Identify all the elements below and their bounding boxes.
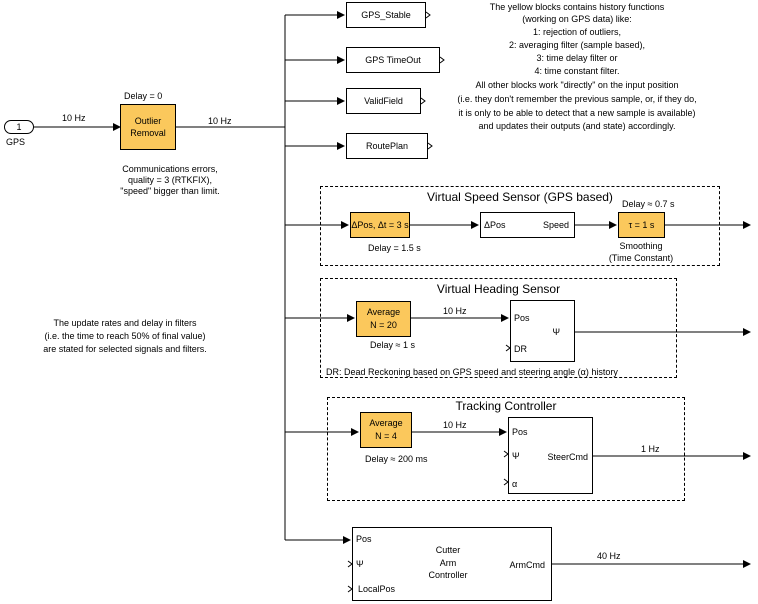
gps-stable-label: GPS_Stable bbox=[361, 10, 411, 20]
delta-pos-label: ΔPos, Δt = 3 s bbox=[351, 220, 409, 230]
info-line-8: (i.e. they don't remember the previous s… bbox=[457, 94, 697, 104]
gps-timeout-label: GPS TimeOut bbox=[365, 55, 421, 65]
heading-average-label-2: N = 20 bbox=[370, 320, 397, 330]
heading-average-delay: Delay ≈ 1 s bbox=[370, 340, 415, 350]
tracking-out: SteerCmd bbox=[547, 452, 588, 462]
rate-cutter-out: 40 Hz bbox=[597, 551, 621, 561]
outlier-removal-block[interactable]: Outlier Removal bbox=[120, 104, 176, 150]
cutter-name-2: Arm bbox=[439, 558, 457, 568]
cutter-name-1: Cutter bbox=[435, 545, 461, 555]
info-line-6: 4: time constant filter. bbox=[534, 66, 620, 76]
tracking-average-delay: Delay ≈ 200 ms bbox=[365, 454, 428, 464]
outlier-note-3: "speed" bigger than limit. bbox=[120, 186, 220, 196]
outlier-note-1: Communications errors, bbox=[122, 164, 218, 174]
tracking-average-label-1: Average bbox=[369, 418, 403, 428]
info-line-9: it is only to be able to detect that a n… bbox=[458, 108, 696, 118]
gps-timeout-block[interactable]: GPS TimeOut bbox=[346, 47, 440, 73]
cutter-arm-controller-block[interactable]: Pos Ψ LocalPos Cutter Arm Controller Arm… bbox=[352, 527, 552, 601]
speed-sensor-subsystem bbox=[320, 186, 720, 266]
rate-tracking-avg-out: 10 Hz bbox=[443, 420, 467, 430]
heading-average-block[interactable]: Average N = 20 bbox=[356, 301, 411, 337]
info-line-5: 3: time delay filter or bbox=[536, 53, 618, 63]
tau-filter-label: τ = 1 s bbox=[628, 220, 655, 230]
smoothing-label-1: Smoothing bbox=[619, 241, 663, 251]
cutter-out: ArmCmd bbox=[509, 560, 546, 570]
tracking-in-alpha: α bbox=[512, 479, 518, 489]
tau-filter-delay: Delay ≈ 0.7 s bbox=[622, 199, 675, 209]
valid-field-block[interactable]: ValidField bbox=[346, 88, 421, 114]
tracking-average-block[interactable]: Average N = 4 bbox=[360, 412, 412, 448]
speed-calc-block[interactable]: ΔPos Speed bbox=[480, 212, 575, 238]
cutter-in-localpos: LocalPos bbox=[358, 584, 396, 594]
dr-note: DR: Dead Reckoning based on GPS speed an… bbox=[326, 367, 618, 377]
cutter-in-pos: Pos bbox=[356, 534, 372, 544]
tracking-controller-subsystem bbox=[327, 397, 685, 501]
tracking-controller-title: Tracking Controller bbox=[455, 399, 557, 413]
speed-sensor-title: Virtual Speed Sensor (GPS based) bbox=[427, 190, 613, 204]
heading-sensor-subsystem bbox=[320, 278, 677, 378]
cutter-in-psi: Ψ bbox=[356, 559, 364, 569]
info-line-7: All other blocks work "directly" on the … bbox=[475, 80, 679, 90]
outlier-label-1: Outlier bbox=[134, 116, 162, 126]
info-line-3: 1: rejection of outliers, bbox=[532, 27, 622, 37]
rate-after-outlier: 10 Hz bbox=[208, 116, 232, 126]
inport-name: GPS bbox=[6, 137, 26, 147]
outlier-delay: Delay = 0 bbox=[124, 91, 163, 101]
cutter-name-3: Controller bbox=[428, 570, 468, 580]
speed-calc-out: Speed bbox=[542, 220, 569, 230]
route-plan-block[interactable]: RoutePlan bbox=[346, 133, 428, 159]
rates-note-2: (i.e. the time to reach 50% of final val… bbox=[44, 331, 206, 341]
heading-average-label-1: Average bbox=[366, 307, 401, 317]
speed-calc-in: ΔPos bbox=[484, 220, 506, 230]
heading-calc-out-psi: Ψ bbox=[552, 327, 560, 337]
rates-note-1: The update rates and delay in filters bbox=[53, 318, 197, 328]
outlier-label-2: Removal bbox=[130, 128, 166, 138]
rate-heading-avg-out: 10 Hz bbox=[443, 306, 467, 316]
info-line-2: (working on GPS data) like: bbox=[522, 14, 632, 24]
gps-stable-block[interactable]: GPS_Stable bbox=[346, 2, 426, 28]
gps-inport[interactable]: 1 bbox=[4, 120, 34, 134]
inport-number: 1 bbox=[16, 122, 22, 132]
route-plan-label: RoutePlan bbox=[365, 141, 409, 151]
valid-field-label: ValidField bbox=[364, 96, 403, 106]
heading-calc-in-pos: Pos bbox=[514, 313, 530, 323]
rates-note-3: are stated for selected signals and filt… bbox=[43, 344, 207, 354]
rate-tracking-out: 1 Hz bbox=[641, 444, 660, 454]
heading-calc-block[interactable]: Pos DR Ψ bbox=[510, 300, 575, 362]
delta-pos-block[interactable]: ΔPos, Δt = 3 s bbox=[350, 212, 410, 238]
smoothing-label-2: (Time Constant) bbox=[608, 253, 674, 263]
tracking-in-psi: Ψ bbox=[512, 451, 520, 461]
heading-sensor-title: Virtual Heading Sensor bbox=[436, 282, 561, 296]
tracking-average-label-2: N = 4 bbox=[375, 431, 397, 441]
tau-filter-block[interactable]: τ = 1 s bbox=[618, 212, 665, 238]
outlier-note-2: quality = 3 (RTKFIX), bbox=[127, 175, 213, 185]
info-line-4: 2: averaging filter (sample based), bbox=[508, 40, 646, 50]
rate-gps-in: 10 Hz bbox=[62, 113, 86, 123]
heading-calc-in-dr: DR bbox=[514, 344, 527, 354]
tracking-controller-block[interactable]: Pos Ψ α SteerCmd bbox=[508, 417, 593, 494]
tracking-in-pos: Pos bbox=[512, 427, 528, 437]
delta-pos-delay: Delay = 1.5 s bbox=[368, 243, 421, 253]
info-line-1: The yellow blocks contains history funct… bbox=[489, 2, 665, 12]
info-line-10: and updates their outputs (and state) ac… bbox=[478, 121, 676, 131]
